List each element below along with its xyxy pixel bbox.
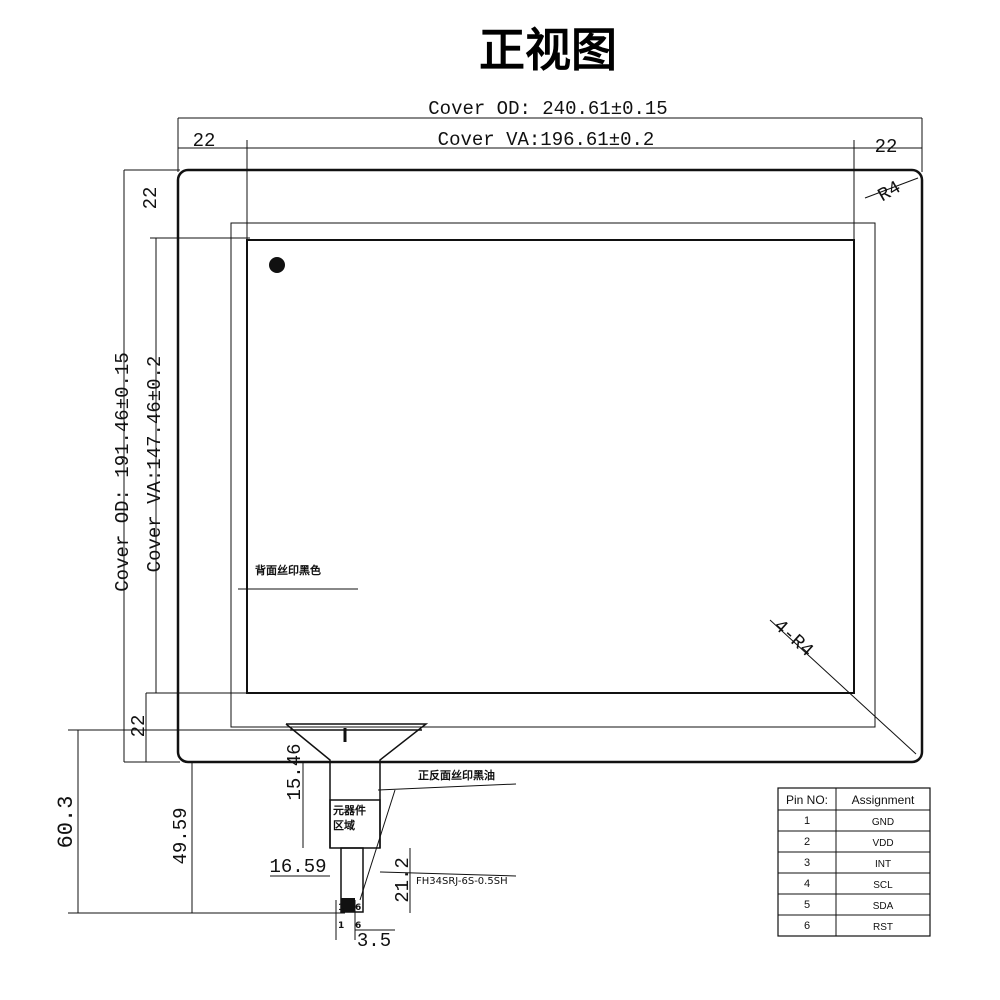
view-area xyxy=(246,239,855,694)
corner-radius-4-label: 4-R4 xyxy=(769,615,818,662)
pin-first-bottom: 1 xyxy=(338,921,344,931)
pin-last-top: 6 xyxy=(355,903,361,913)
pin-row-assignment: GND xyxy=(872,817,894,828)
cover-od-width-label: Cover OD: 240.61±0.15 xyxy=(428,98,667,120)
pin-last-bottom: 6 xyxy=(355,921,361,931)
border-bottom-label: 22 xyxy=(128,715,150,738)
component-area-line1: 元器件 xyxy=(333,803,366,817)
pin-table-header-assignment: Assignment xyxy=(852,793,915,807)
drawing-title: 正视图 xyxy=(479,23,617,77)
border-right-label: 22 xyxy=(875,136,898,158)
sensor-outline xyxy=(230,222,876,728)
pin-row-no: 2 xyxy=(804,836,810,848)
pin-pitch-label: 3.5 xyxy=(357,930,391,952)
4-r4-leader xyxy=(769,619,917,755)
fpc-width-label: 16.59 xyxy=(269,856,326,878)
fpc-connector-len-label: 21.2 xyxy=(392,857,414,903)
pin-table: Pin NO: Assignment 1 GND 2 VDD 3 INT 4 S… xyxy=(777,787,931,937)
fpc-dimensions xyxy=(68,729,411,940)
left-dimensions xyxy=(123,169,250,763)
r4-leader xyxy=(864,177,919,199)
fpc-height-label: 49.59 xyxy=(170,807,192,864)
pin-row-assignment: SCL xyxy=(873,880,893,891)
connector-part-label: FH34SRJ-6S-0.5SH xyxy=(416,876,508,887)
pin-row-assignment: SDA xyxy=(873,901,894,912)
cover-va-width-label: Cover VA:196.61±0.2 xyxy=(438,129,655,151)
pin-row-no: 6 xyxy=(804,920,810,932)
pin-row-no: 3 xyxy=(804,857,810,869)
corner-radius-label: R4 xyxy=(874,176,905,206)
top-dimensions xyxy=(177,117,923,240)
cover-od-height-label: Cover OD: 191.46±0.15 xyxy=(112,352,134,591)
back-print-note: 背面丝印黑色 xyxy=(255,563,321,577)
total-height-label: 60.3 xyxy=(54,796,79,849)
cover-va-height-label: Cover VA:147.46±0.2 xyxy=(144,356,166,573)
border-top-label: 22 xyxy=(140,187,162,210)
pin-row-no: 5 xyxy=(804,899,810,911)
pin-row-no: 4 xyxy=(804,878,810,890)
fpc-tail xyxy=(285,723,517,913)
orientation-dot xyxy=(269,257,285,273)
component-area-line2: 区域 xyxy=(333,818,355,832)
cover-outline xyxy=(176,168,924,764)
pin-table-header-no: Pin NO: xyxy=(786,793,828,807)
pin-row-assignment: INT xyxy=(875,859,891,870)
pin-first-top: 1 xyxy=(338,903,344,913)
border-left-label: 22 xyxy=(193,130,216,152)
pin-row-assignment: VDD xyxy=(872,838,893,849)
fpc-neck-label: 15.46 xyxy=(284,743,306,800)
pin-row-no: 1 xyxy=(804,815,810,827)
connector-pin-block xyxy=(341,898,355,912)
front-back-print-note: 正反面丝印黑油 xyxy=(418,768,495,782)
pin-row-assignment: RST xyxy=(873,922,893,933)
